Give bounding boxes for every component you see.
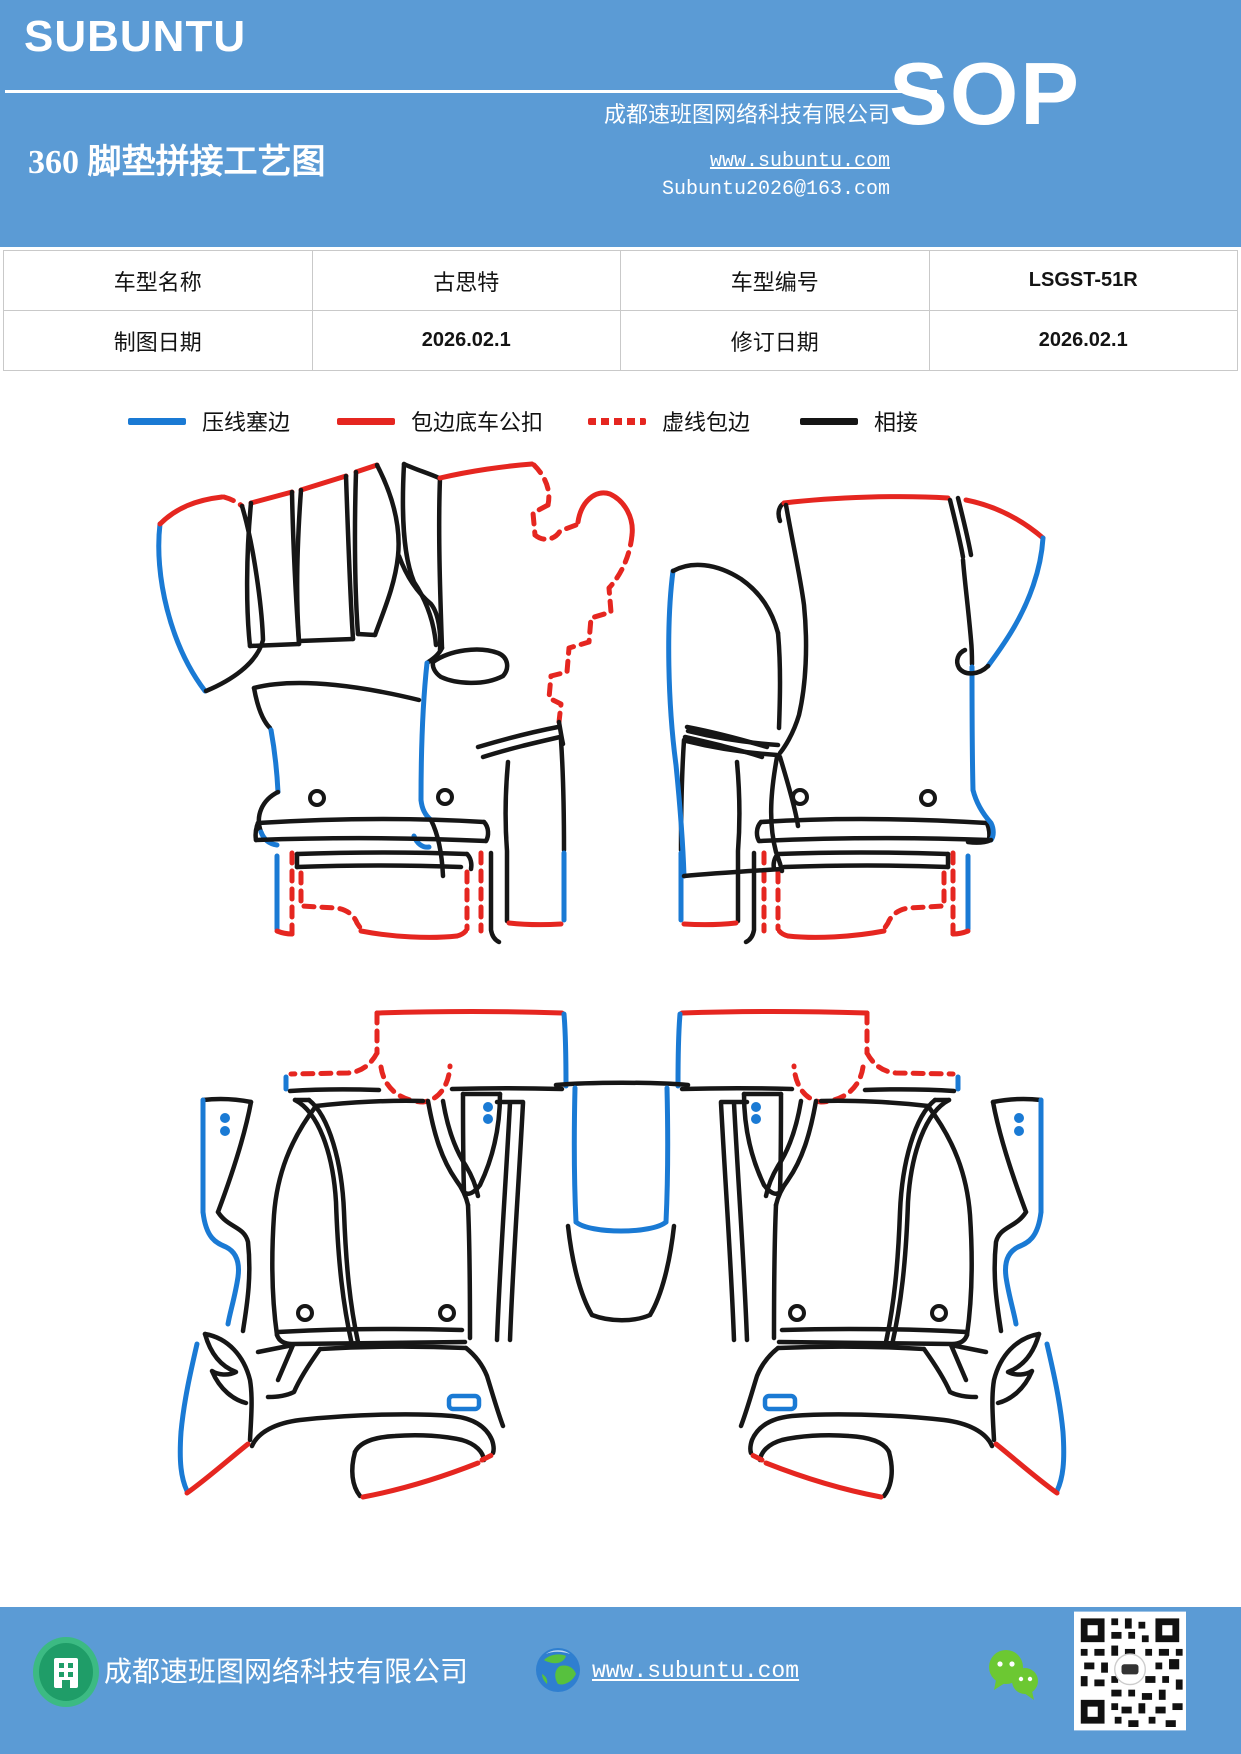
model-name-value: 古思特 xyxy=(311,250,621,311)
front-mat-lower-parts xyxy=(253,724,567,945)
front-left-mat xyxy=(156,461,635,879)
legend-item-press-edge: 压线塞边 xyxy=(128,405,290,437)
draw-date-label: 制图日期 xyxy=(3,310,313,371)
legend-item-join: 相接 xyxy=(800,405,918,437)
table-row: 制图日期 2026.02.1 修订日期 2026.02.1 xyxy=(3,310,1238,371)
qr-code xyxy=(1074,1611,1186,1731)
model-code-label: 车型编号 xyxy=(620,250,930,311)
header-company: 成都速班图网络科技有限公司 xyxy=(603,102,890,127)
sop-label: SOP xyxy=(889,44,1081,143)
black-line-swatch xyxy=(800,417,858,425)
table-row: 车型名称 古思特 车型编号 LSGST-51R xyxy=(3,250,1238,311)
wing-piece xyxy=(251,680,422,848)
main-body xyxy=(776,494,996,845)
sail-piece xyxy=(352,462,401,638)
inner-winglet xyxy=(292,1097,361,1348)
legend-label: 虚线包边 xyxy=(662,410,751,435)
red-line-swatch xyxy=(337,417,395,425)
footer-website-link[interactable]: www.subuntu.com xyxy=(592,1658,800,1684)
header-website-link[interactable]: www.subuntu.com xyxy=(709,150,890,173)
mat-diagram xyxy=(156,461,1241,1500)
header-divider xyxy=(5,90,937,93)
strip-pieces xyxy=(244,473,356,649)
side-bolster-piece xyxy=(666,562,785,879)
legend-label: 包边底车公扣 xyxy=(411,410,544,435)
footer-company: 成都速班图网络科技有限公司 xyxy=(104,1657,469,1688)
red-dashed-swatch xyxy=(588,417,646,425)
brand-logo: SUBUNTU xyxy=(24,12,247,61)
center-column xyxy=(460,1091,526,1343)
wechat-icon xyxy=(989,1650,1038,1700)
front-right-mat xyxy=(666,494,1046,879)
main-body xyxy=(411,461,635,879)
revise-date-value: 2026.02.1 xyxy=(928,310,1238,371)
flap-piece xyxy=(156,494,266,694)
header-band: SUBUNTU 360 脚垫拼接工艺图 成都速班图网络科技有限公司 www.su… xyxy=(0,0,1241,247)
rear-top-piece xyxy=(283,1009,569,1105)
header-email: Subuntu2026@163.com xyxy=(661,178,890,201)
vehicle-info-table: 车型名称 古思特 车型编号 LSGST-51R 制图日期 2026.02.1 修… xyxy=(3,250,1238,371)
legend-label: 压线塞边 xyxy=(202,410,291,435)
building-icon xyxy=(33,1637,99,1707)
model-code-value: LSGST-51R xyxy=(928,250,1238,311)
hook-piece xyxy=(177,1331,254,1496)
rear-lower-extension xyxy=(249,1342,506,1500)
revise-date-label: 修订日期 xyxy=(620,310,930,371)
rear-main-body xyxy=(270,1098,481,1347)
outer-winglet xyxy=(200,1096,254,1334)
wedge-seams xyxy=(396,461,510,686)
draw-date-value: 2026.02.1 xyxy=(311,310,621,371)
legend-item-dashed-bind: 虚线包边 xyxy=(588,405,750,437)
center-bridge xyxy=(553,1080,691,1323)
blue-line-swatch xyxy=(128,417,186,425)
rear-mat-left-half xyxy=(177,1009,569,1500)
globe-icon xyxy=(536,1648,580,1692)
outer-flap-piece xyxy=(947,495,1046,676)
model-name-label: 车型名称 xyxy=(3,250,313,311)
page-title: 360 脚垫拼接工艺图 xyxy=(28,144,326,181)
legend-label: 相接 xyxy=(874,410,919,435)
legend-item-bind-buckle: 包边底车公扣 xyxy=(337,405,543,437)
